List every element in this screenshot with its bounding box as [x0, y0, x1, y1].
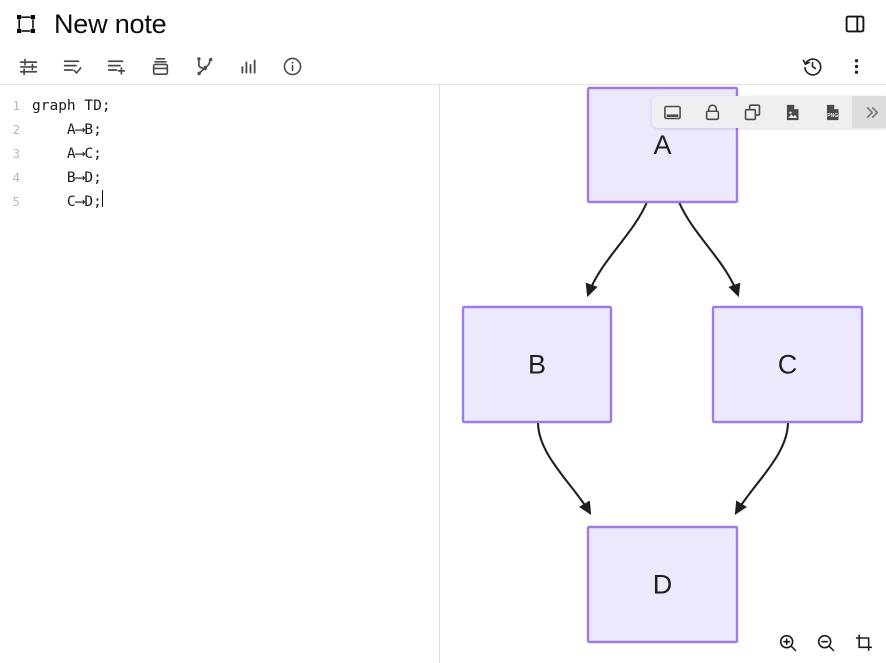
- magnifier-minus-icon[interactable]: [812, 629, 840, 657]
- node-d[interactable]: D: [586, 525, 739, 644]
- line-content: A⟶C;: [32, 146, 102, 162]
- edge-a-b: [585, 201, 648, 298]
- line-content: C⟶D;: [32, 194, 102, 210]
- crop-fit-icon[interactable]: [850, 629, 878, 657]
- edge-c-d: [734, 421, 790, 515]
- edge-group: [536, 201, 790, 515]
- three-dots-vertical-icon[interactable]: [834, 49, 878, 83]
- graph-nodes-icon[interactable]: [182, 49, 226, 83]
- history-clock-icon[interactable]: [790, 49, 834, 83]
- image-file-icon[interactable]: [772, 96, 812, 128]
- bar-chart-icon[interactable]: [226, 49, 270, 83]
- list-plus-icon[interactable]: [94, 49, 138, 83]
- edge-a-c: [678, 201, 741, 298]
- node-d-shape: [586, 525, 739, 644]
- info-circle-icon[interactable]: [270, 49, 314, 83]
- main-toolbar: [0, 48, 886, 85]
- line-content: graph TD;: [32, 98, 111, 114]
- line-number: 4: [12, 170, 20, 185]
- diagram-float-toolbar: PNG: [652, 96, 886, 128]
- lock-icon[interactable]: [692, 96, 732, 128]
- line-number: 3: [12, 146, 20, 161]
- line-content: A⟶B;: [32, 122, 102, 138]
- node-a-label: A: [653, 130, 671, 160]
- toggle-side-panel-icon[interactable]: [840, 9, 870, 39]
- code-line-active: 5 C⟶D;: [0, 190, 439, 214]
- copy-icon[interactable]: [732, 96, 772, 128]
- line-number: 5: [12, 194, 20, 209]
- node-b[interactable]: B: [461, 305, 613, 424]
- sliders-icon[interactable]: [6, 49, 50, 83]
- node-c-shape: [711, 305, 864, 424]
- svg-text:PNG: PNG: [827, 112, 838, 118]
- chevron-double-right-icon[interactable]: [852, 96, 886, 128]
- diagram-preview[interactable]: A B C D: [440, 85, 886, 663]
- mermaid-flowchart: A B C D: [461, 86, 864, 644]
- node-b-label: B: [528, 350, 546, 380]
- list-check-icon[interactable]: [50, 49, 94, 83]
- line-number: 2: [12, 122, 20, 137]
- title-bar: New note: [0, 0, 886, 48]
- code-line: 2 A⟶B;: [0, 118, 439, 142]
- magnifier-plus-icon[interactable]: [774, 629, 802, 657]
- node-c[interactable]: C: [711, 305, 864, 424]
- png-file-icon[interactable]: PNG: [812, 96, 852, 128]
- page-title: New note: [54, 8, 167, 39]
- node-d-label: D: [653, 570, 673, 600]
- code-line: 1 graph TD;: [0, 94, 439, 118]
- node-b-shape: [461, 305, 613, 424]
- edge-b-d: [536, 421, 592, 515]
- line-number: 1: [12, 98, 20, 113]
- selection-frame-icon: [12, 10, 40, 38]
- stack-icon[interactable]: [138, 49, 182, 83]
- line-content: B⟶D;: [32, 170, 102, 186]
- zoom-controls: [774, 629, 878, 657]
- code-editor[interactable]: 1 graph TD; 2 A⟶B; 3 A⟶C; 4 B⟶D; 5 C⟶D;: [0, 85, 440, 663]
- node-c-label: C: [778, 350, 798, 380]
- caption-box-icon[interactable]: [652, 96, 692, 128]
- text-cursor: [101, 190, 103, 207]
- code-line: 4 B⟶D;: [0, 166, 439, 190]
- code-line: 3 A⟶C;: [0, 142, 439, 166]
- editor-preview-split: 1 graph TD; 2 A⟶B; 3 A⟶C; 4 B⟶D; 5 C⟶D;: [0, 85, 886, 663]
